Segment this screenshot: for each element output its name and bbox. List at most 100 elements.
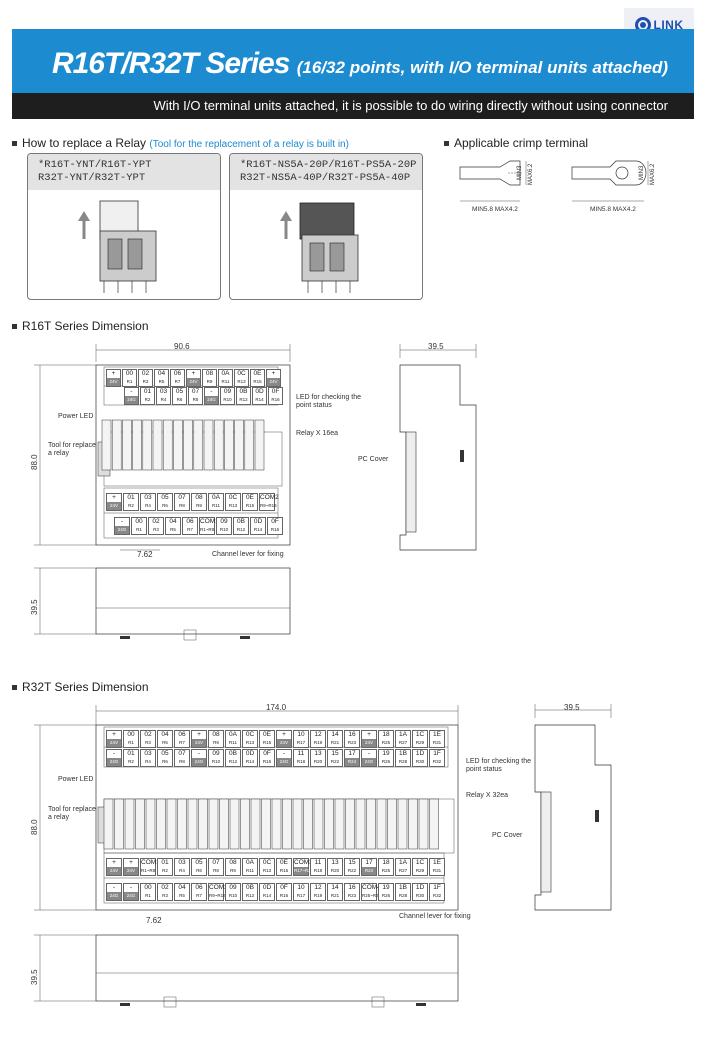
terminal-sublabel: 24G (107, 758, 121, 766)
terminal-sublabel: R25 (381, 868, 391, 873)
r32t-section-title: R32T Series Dimension (12, 680, 149, 694)
terminal-sublabel: R4 (179, 868, 185, 873)
terminal-label: 0B (229, 750, 237, 757)
terminal-sublabel: R3 (142, 379, 149, 384)
terminal-label: 0B (246, 884, 254, 891)
terminal-sublabel: R20 (330, 868, 340, 873)
relay-module (254, 419, 265, 471)
terminal-label: 1A (399, 731, 407, 738)
terminal-label: 16 (348, 731, 356, 738)
r16t-side-view (399, 344, 477, 551)
terminal-sublabel: R22 (347, 868, 357, 873)
terminal-cell: -24G (191, 749, 207, 767)
relay-module (122, 419, 132, 471)
relay-box-ynt-line2: R32T-YNT/R32T-YPT (38, 172, 146, 184)
relay-module (282, 798, 292, 850)
terminal-label: 00 (125, 370, 134, 377)
terminal-label: 03 (178, 859, 186, 866)
relay-module (271, 798, 282, 850)
terminal-label: 1B (399, 884, 407, 891)
terminal-sublabel: R32 (432, 759, 442, 764)
terminal-sublabel: R3 (162, 893, 168, 898)
terminal-label: + (282, 731, 286, 738)
relay-box-ns5a-line2: R32T-NS5A-40P/R32T-PS5A-40P (240, 172, 411, 184)
terminal-label: 02 (161, 884, 169, 891)
terminal-label: 08 (205, 370, 214, 377)
terminal-sublabel: R12 (245, 893, 255, 898)
terminal-sublabel: R4 (145, 759, 151, 764)
terminal-sublabel: R9~R16 (260, 503, 277, 508)
terminal-label: 0B (239, 388, 248, 395)
terminal-label: 09 (223, 388, 232, 395)
terminal-sublabel: R19 (313, 893, 323, 898)
terminal-sublabel: R29 (415, 740, 425, 745)
terminal-sublabel: 24V (107, 867, 121, 875)
relay-box-ynt-line1: *R16T-YNT/R16T-YPT (38, 159, 152, 171)
terminal-label: 08 (229, 859, 237, 866)
terminal-sublabel: R7 (196, 893, 202, 898)
terminal-sublabel: R14 (262, 893, 272, 898)
relay-module (324, 798, 334, 850)
terminal-sublabel: R24 (362, 867, 376, 875)
terminal-sublabel: R11 (229, 740, 237, 745)
r32t-relay-array (103, 798, 439, 850)
terminal-label: 06 (173, 370, 182, 377)
terminal-label: 07 (178, 494, 186, 501)
terminal-label: + (197, 731, 201, 738)
terminal-label: + (112, 731, 116, 738)
terminal-cell: +24V (276, 730, 292, 748)
terminal-label: 04 (161, 731, 169, 738)
terminal-label: 0A (221, 370, 230, 377)
terminal-label: COM4 (362, 884, 381, 891)
terminal-label: 0E (246, 494, 254, 501)
relay-module (152, 419, 163, 471)
terminal-label: 10 (297, 884, 305, 891)
r32t-power-led-label: Power LED (58, 776, 94, 783)
terminal-label: 0D (245, 750, 255, 757)
relay-module (132, 419, 142, 471)
terminal-sublabel: R26 (381, 893, 391, 898)
terminal-label: 1B (399, 750, 407, 757)
terminal-label: - (197, 750, 201, 757)
terminal-sublabel: R13 (228, 503, 238, 508)
r16t-pitch: 7.62 (137, 550, 153, 559)
terminal-sublabel: R18 (296, 759, 306, 764)
relay-module (142, 419, 153, 471)
r16t-tool-label: Tool for replace a relay (48, 442, 96, 457)
relay-module (213, 419, 224, 471)
relay-box-ynt: *R16T-YNT/R16T-YPT R32T-YNT/R32T-YPT (27, 153, 221, 300)
r16t-relay-array (101, 419, 265, 471)
terminal-label: 12 (314, 731, 322, 738)
terminal-label: 15 (348, 859, 356, 866)
terminal-label: + (129, 859, 133, 866)
terminal-label: + (112, 494, 116, 501)
terminal-label: 04 (169, 518, 177, 525)
terminal-sublabel: R5 (170, 527, 176, 532)
